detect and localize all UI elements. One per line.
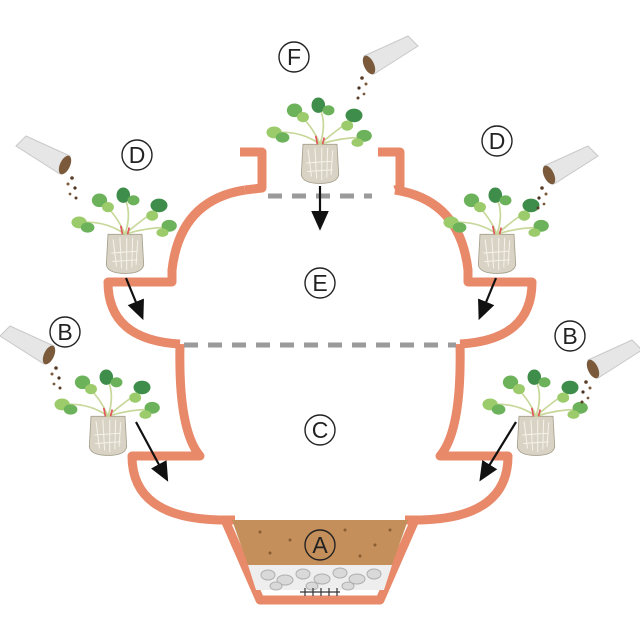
pot-body <box>103 147 537 605</box>
svg-text:D: D <box>489 128 506 154</box>
gravel-layer <box>248 565 392 591</box>
label-f: F <box>278 41 310 73</box>
svg-text:B: B <box>562 323 577 349</box>
plant-seedling-icon-b-right <box>481 368 589 457</box>
plant-seedling-icon-f <box>265 96 373 185</box>
svg-text:A: A <box>312 532 328 558</box>
plant-seedling-icon-d-left <box>70 186 178 275</box>
label-b-left: B <box>49 316 81 348</box>
label-e: E <box>304 267 336 299</box>
svg-text:E: E <box>312 270 327 296</box>
down-arrow-icon-b-right <box>479 421 517 482</box>
seed-pouring-bag-icon-b-right <box>580 339 640 404</box>
seed-pouring-bag-icon-d-right <box>536 145 599 210</box>
label-c: C <box>304 414 336 446</box>
seed-pouring-bag-icon-f <box>356 35 419 100</box>
svg-text:B: B <box>57 319 72 345</box>
down-arrow-icon-d-right <box>478 277 498 321</box>
down-arrow-icon-b-left <box>135 421 169 482</box>
down-arrow-icons <box>124 186 517 482</box>
drain-hole-mesh <box>300 588 340 596</box>
label-b-right: B <box>554 320 586 352</box>
svg-text:C: C <box>312 417 329 443</box>
soil-layer <box>232 520 408 565</box>
label-a: A <box>304 529 336 561</box>
svg-text:D: D <box>129 142 146 168</box>
label-d-right: D <box>481 125 513 157</box>
label-d-left: D <box>121 139 153 171</box>
plant-seedling-icon-b-left <box>53 368 161 457</box>
plant-seedling-icon-d-right <box>442 186 550 275</box>
svg-text:F: F <box>287 44 301 70</box>
down-arrow-icon-d-left <box>124 277 144 321</box>
seed-pouring-bag-icon-d-left <box>15 135 78 200</box>
